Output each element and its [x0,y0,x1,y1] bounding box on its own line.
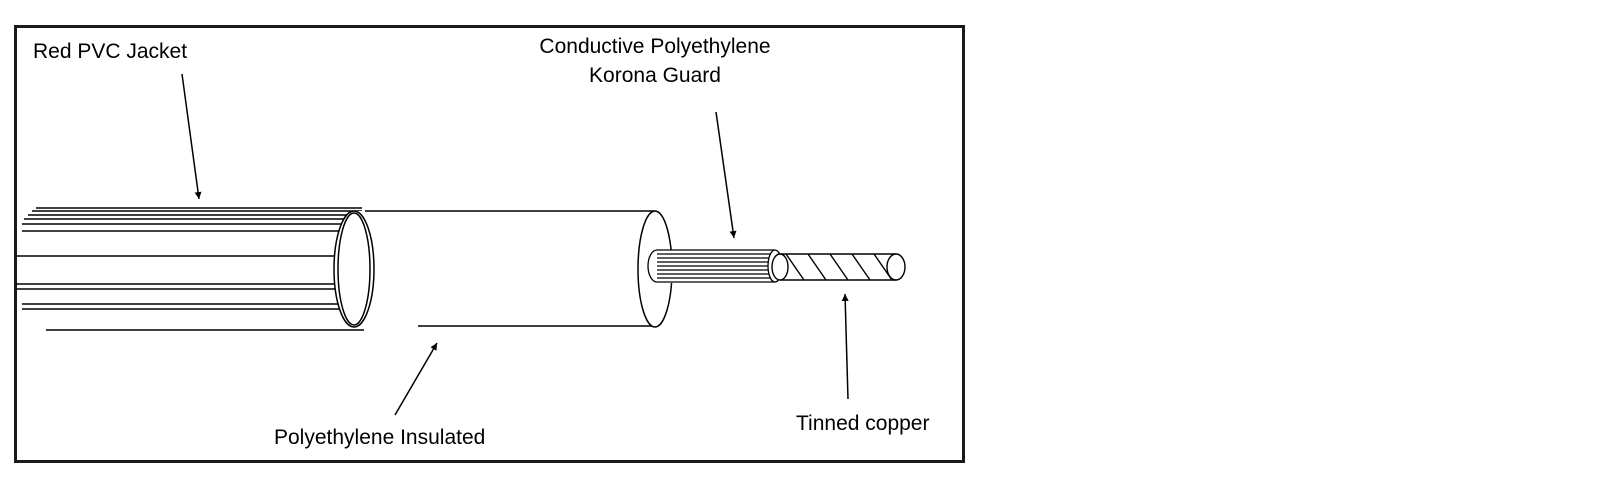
polyethylene-insulation [333,210,673,328]
insulation-arrow [394,342,438,416]
label-corona-guard-line2: Korona Guard [589,64,721,87]
label-corona-guard-line1: Conductive Polyethylene [539,35,771,58]
label-polyethylene-insulated: Polyethylene Insulated [274,426,486,449]
corona-guard [647,249,783,283]
tinned-copper-conductor [771,253,906,281]
label-red-pvc-jacket: Red PVC Jacket [33,40,188,63]
pvc-jacket [16,207,364,331]
label-tinned-copper: Tinned copper [796,412,930,435]
label-corona-guard: Conductive Polyethylene Korona Guard [505,32,805,90]
guard-arrow [715,111,737,239]
conductor-arrow [841,293,849,400]
jacket-arrow [181,73,202,200]
